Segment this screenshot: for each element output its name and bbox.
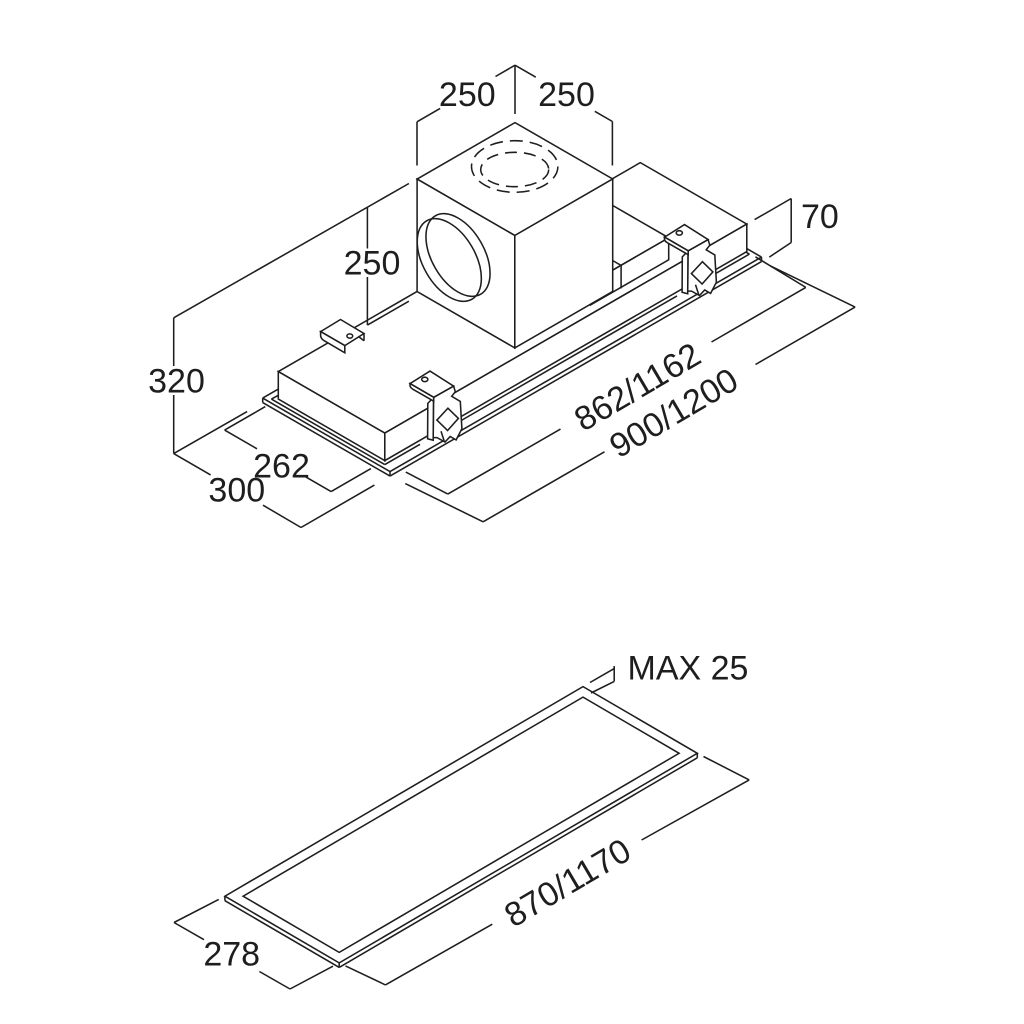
- svg-text:MAX 25: MAX 25: [628, 650, 749, 688]
- svg-text:250: 250: [439, 76, 496, 114]
- svg-text:278: 278: [203, 936, 260, 974]
- svg-text:70: 70: [801, 198, 839, 236]
- svg-text:250: 250: [344, 245, 401, 283]
- svg-text:250: 250: [538, 76, 595, 114]
- svg-text:320: 320: [148, 363, 205, 401]
- svg-text:262: 262: [253, 448, 310, 486]
- svg-text:300: 300: [208, 471, 265, 509]
